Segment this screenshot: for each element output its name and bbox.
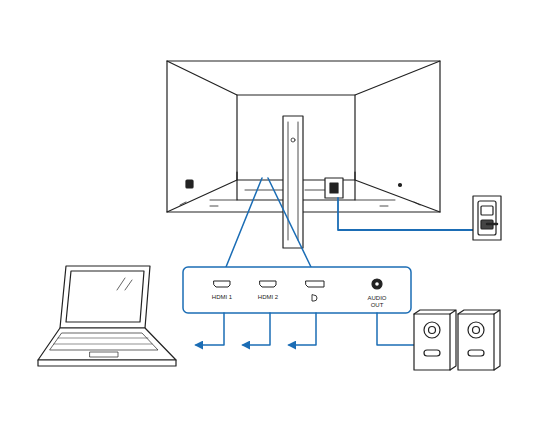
speakers (414, 310, 500, 370)
port-label: HDMI 2 (257, 294, 279, 301)
port-panel (183, 267, 411, 313)
port-label: HDMI 1 (211, 294, 233, 301)
cable-arrows (196, 313, 414, 345)
port-label: AUDIO OUT (365, 295, 389, 309)
power-cable (338, 196, 501, 240)
laptop (38, 266, 176, 366)
callout-lines (226, 178, 311, 267)
